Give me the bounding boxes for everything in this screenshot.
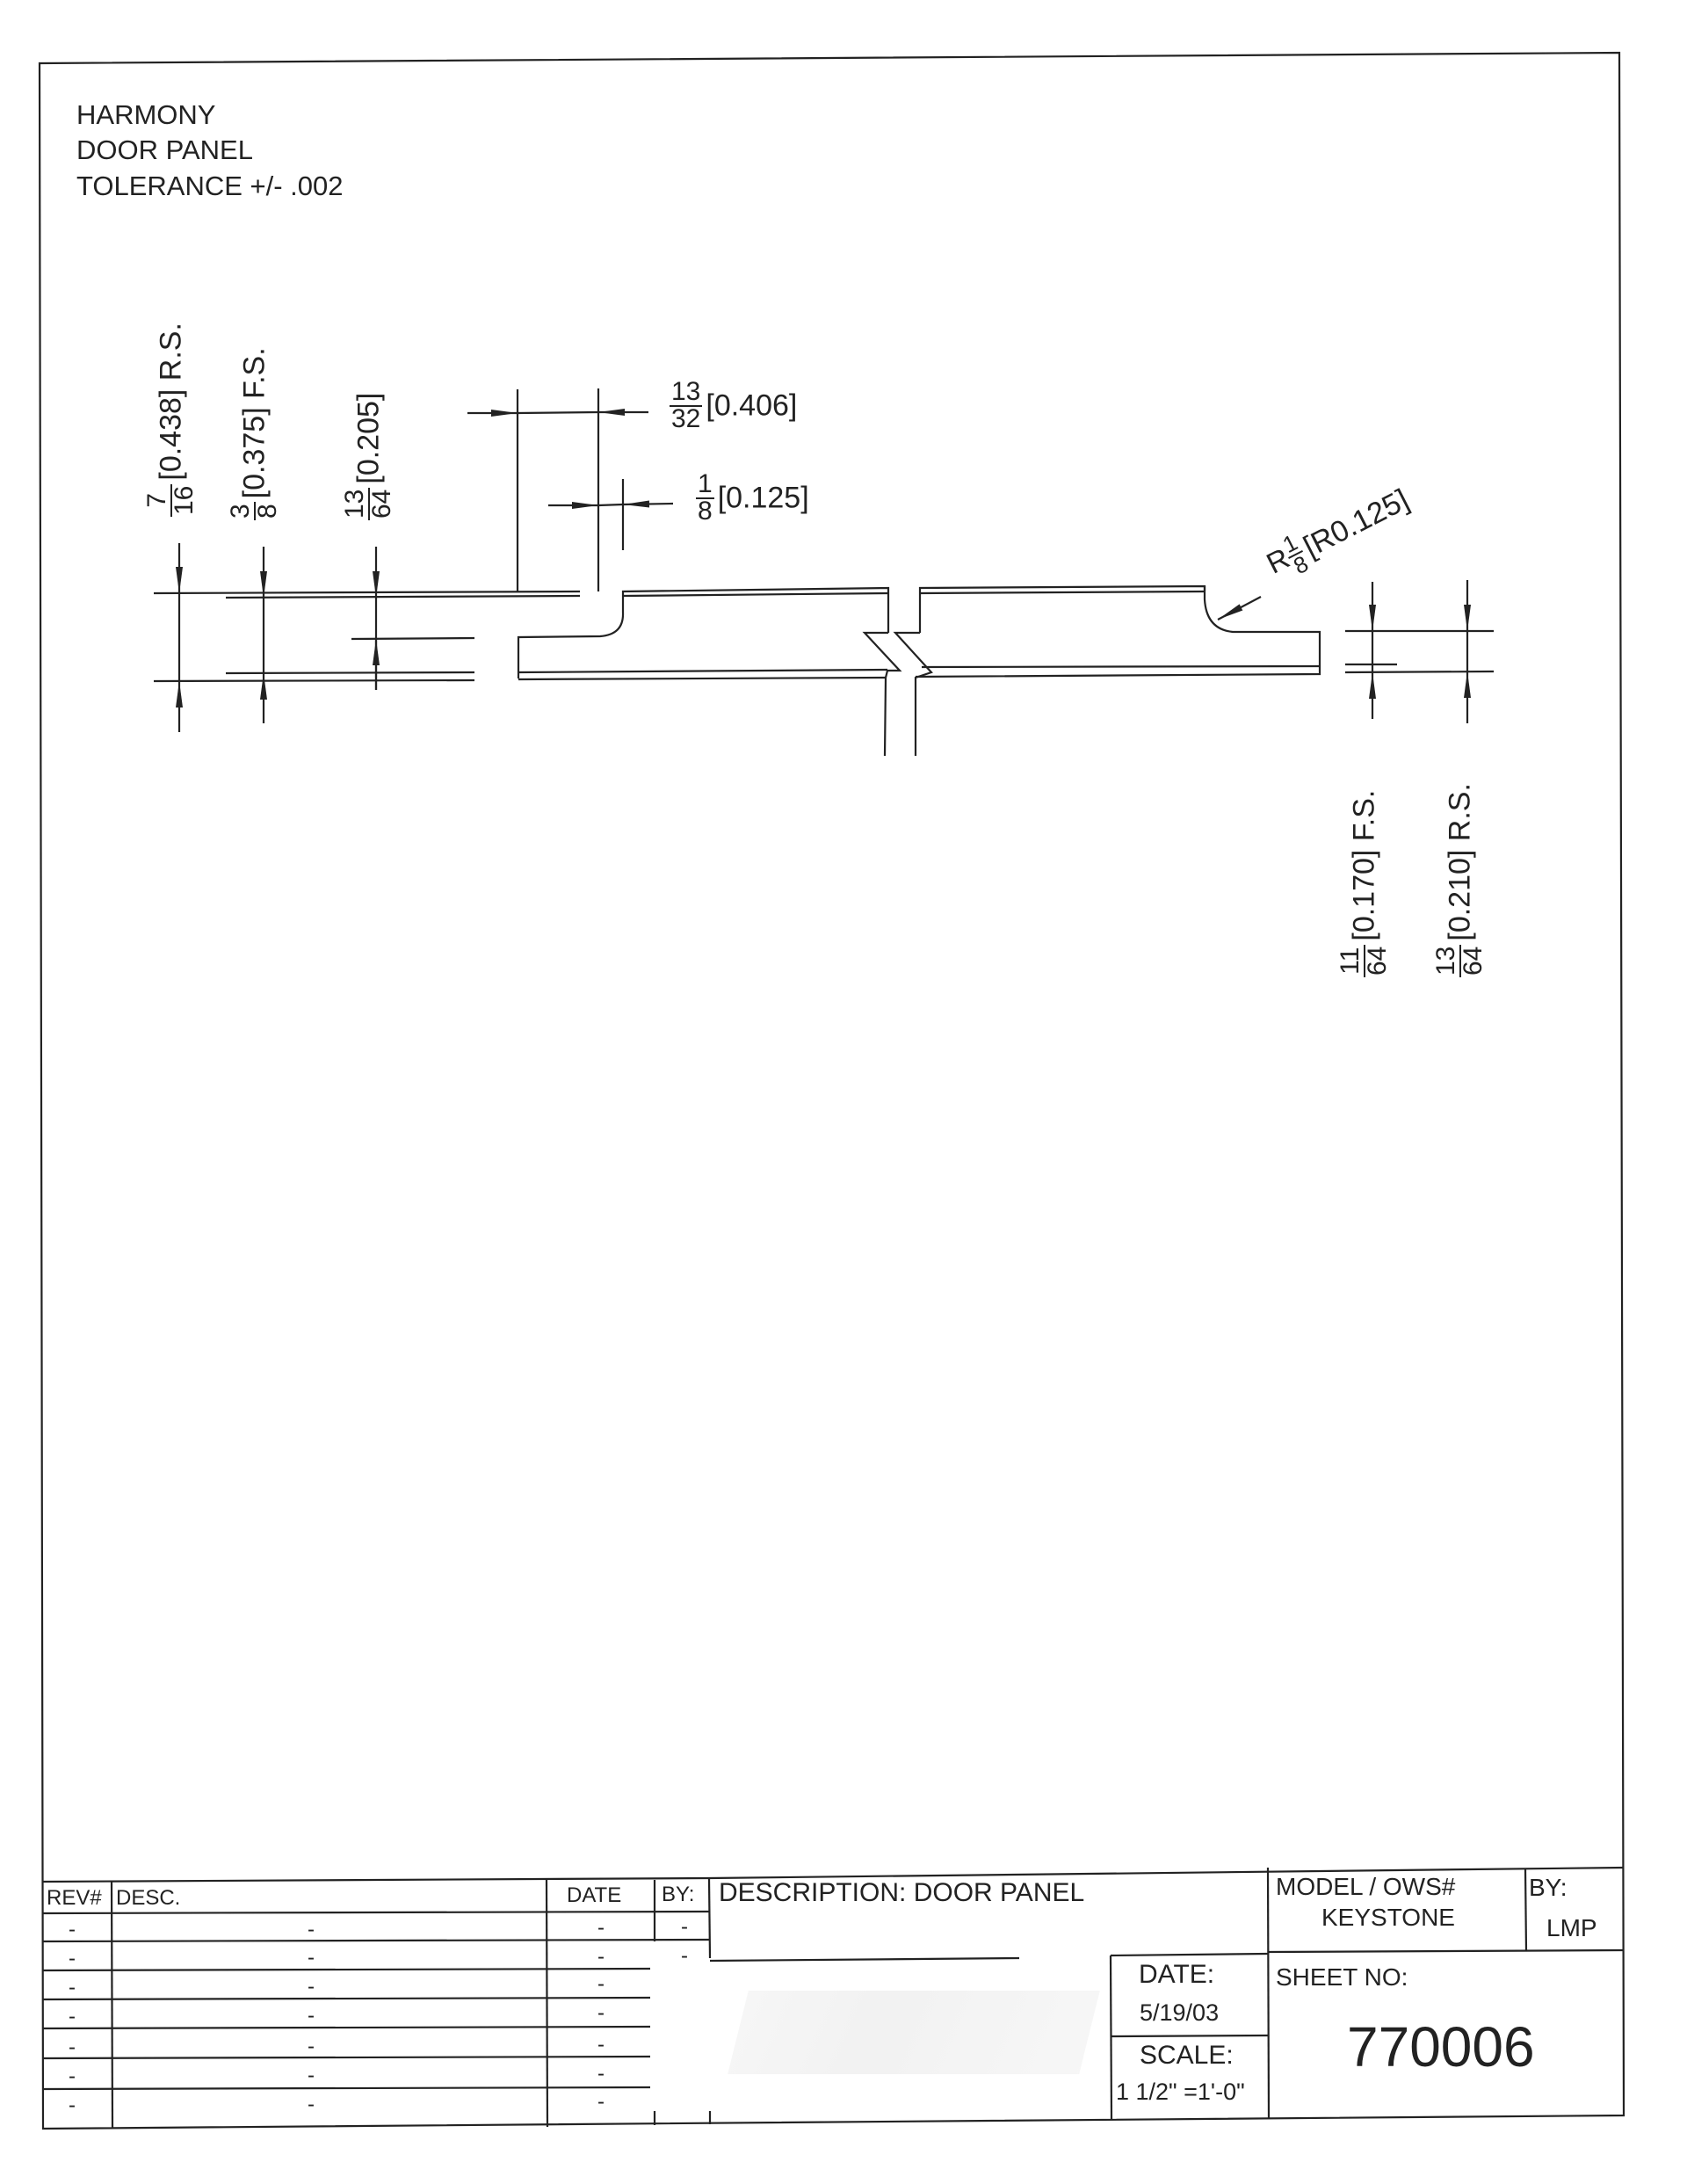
rev-header-by: BY: (662, 1883, 695, 1906)
scale-label: SCALE: (1140, 2041, 1234, 2070)
rev-row-7-date: - (597, 2090, 605, 2114)
rev-row-2-rev: - (69, 1947, 76, 1970)
rev-row-5-rev: - (69, 2035, 76, 2059)
faded-logo (728, 1991, 1100, 2074)
date-label: DATE: (1139, 1960, 1215, 1989)
header-project: HARMONY (76, 99, 216, 130)
by-value: LMP (1546, 1914, 1597, 1941)
sheet-border (38, 51, 1625, 2130)
sheet-no-value: 770006 (1347, 2015, 1535, 2079)
rev-row-2-by: - (681, 1944, 688, 1968)
rev-row-3-rev: - (69, 1976, 76, 1999)
rev-row-3-desc: - (308, 1975, 315, 1999)
model-label: MODEL / OWS# (1276, 1873, 1456, 1900)
header-part: DOOR PANEL (76, 134, 253, 165)
rev-row-7-desc: - (308, 2093, 315, 2116)
rev-row-5-date: - (597, 2033, 605, 2057)
rev-row-1-rev: - (69, 1918, 76, 1941)
rev-row-4-date: - (597, 2001, 605, 2025)
date-value: 5/19/03 (1140, 1999, 1220, 2026)
rev-row-2-desc: - (308, 1946, 315, 1970)
rev-row-1-by: - (681, 1915, 688, 1939)
rev-row-1-date: - (597, 1916, 605, 1940)
header-tolerance: TOLERANCE +/- .002 (76, 171, 344, 201)
rev-row-6-rev: - (69, 2064, 76, 2088)
model-value: KEYSTONE (1321, 1904, 1455, 1931)
rev-header-date: DATE (567, 1883, 622, 1907)
rev-header-rev: REV# (47, 1886, 102, 1910)
rev-row-2-date: - (597, 1945, 605, 1969)
rev-row-6-date: - (597, 2062, 605, 2086)
rev-row-1-desc: - (308, 1918, 315, 1941)
rev-row-7-rev: - (69, 2093, 76, 2117)
rev-row-4-rev: - (69, 2005, 76, 2028)
title-block-top-left (42, 1876, 710, 1883)
rev-header-desc: DESC. (116, 1886, 181, 1910)
scale-value: 1 1/2" =1'-0" (1116, 2079, 1245, 2105)
rev-row-5-desc: - (308, 2035, 315, 2058)
sheet-no-label: SHEET NO: (1276, 1963, 1408, 1991)
rev-row-4-desc: - (308, 2004, 315, 2028)
by-label: BY: (1529, 1874, 1568, 1901)
rev-row-6-desc: - (308, 2064, 315, 2087)
description-label: DESCRIPTION: DOOR PANEL (719, 1878, 1085, 1907)
rev-row-3-date: - (597, 1972, 605, 1996)
